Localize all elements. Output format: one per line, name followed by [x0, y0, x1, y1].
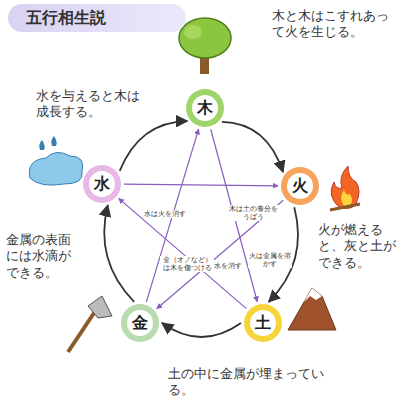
explanation-text: 土の中に金属が埋まっている。 [168, 366, 348, 399]
tree-highlight [184, 25, 202, 39]
fire-core [341, 190, 352, 206]
explanation-text: 木と木はこすれあって火を生じる。 [272, 8, 392, 41]
edge-label: 木は土の養分をうばう [226, 205, 280, 221]
explanation-text: 金属の表面には水滴ができる。 [6, 232, 82, 281]
mountain-icon [288, 288, 336, 330]
water-splash [39, 136, 56, 150]
cycle-arrow [222, 122, 283, 172]
firewood [330, 204, 360, 210]
explanation-text: 火が燃えると、灰と土ができる。 [318, 222, 398, 271]
element-char: 水 [94, 174, 110, 195]
cycle-arrow [120, 121, 188, 171]
cycle-arrow [162, 323, 241, 337]
title-pill: 五行相生説 [8, 4, 186, 32]
element-char: 金 [132, 313, 148, 334]
element-circle: 火 [281, 167, 319, 205]
element-char: 木 [197, 98, 213, 119]
element-circle: 土 [244, 304, 282, 342]
cycle-arrow [104, 205, 134, 302]
element-circle: 木 [186, 89, 224, 127]
mountain-snow [304, 288, 322, 302]
tree-crown [179, 18, 231, 58]
element-circle: 水 [83, 165, 121, 203]
element-char: 土 [255, 313, 271, 334]
edge-label: 火は金属を溶かす [248, 252, 292, 268]
edge-label: 金（オノなど）は木を傷つける [160, 256, 214, 272]
explanation-text: 水を与えると木は成長する。 [36, 88, 148, 121]
element-char: 火 [292, 176, 308, 197]
water-puddle [29, 152, 82, 185]
fire-icon [331, 166, 359, 209]
element-circle: 金 [121, 304, 159, 342]
axe-head [88, 296, 112, 318]
star-line [124, 184, 278, 186]
edge-label: 水は火を消す [142, 210, 188, 218]
